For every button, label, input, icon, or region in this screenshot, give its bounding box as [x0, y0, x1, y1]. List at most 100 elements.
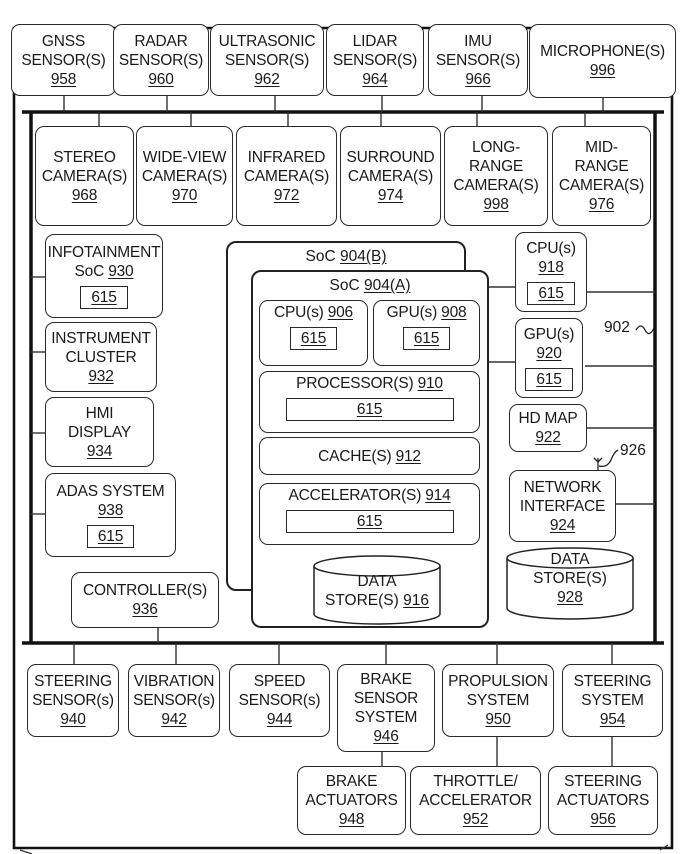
- data-store-928-label: DATA STORE(S) 928: [533, 551, 607, 606]
- ref-number: 942: [161, 710, 186, 729]
- ref-label: 920: [536, 345, 562, 362]
- ref-number: 972: [274, 186, 299, 205]
- microphone-box: MICROPHONE(S)996: [529, 24, 676, 98]
- box-label-line: GPU(s): [523, 326, 575, 343]
- box-label-line: SENSOR(s): [32, 692, 114, 709]
- box-label-line: ACTUATORS: [556, 792, 650, 809]
- controllers-box: CONTROLLER(S) 936: [71, 572, 219, 628]
- box-label-line: LIDAR: [352, 32, 398, 50]
- ref-label: 960: [148, 70, 174, 88]
- ref-label: 962: [254, 70, 280, 88]
- ref-number: 950: [485, 710, 510, 729]
- ref-number: 956: [590, 810, 615, 829]
- chip-615: 615: [527, 282, 575, 305]
- ref-prefix: SoC: [74, 263, 109, 280]
- ref-number: 944: [267, 710, 292, 729]
- chip-615: 615: [289, 327, 338, 350]
- chip-615: 615: [80, 286, 128, 309]
- ref-number: 946: [373, 727, 398, 746]
- box-label-line: SENSOR: [353, 690, 419, 707]
- box-label-line: CAMERA(S): [41, 167, 128, 185]
- cpu-918-box: CPU(s)918 615: [515, 232, 587, 312]
- box-label-line: SURROUND: [346, 148, 435, 166]
- chip-615: 615: [402, 327, 451, 350]
- box-label-line: CPU(s): [526, 240, 576, 257]
- ref-label: 950: [485, 711, 511, 728]
- ref-number: 998: [483, 195, 508, 214]
- ref-number: 996: [590, 61, 615, 80]
- ref-label: 938: [97, 502, 124, 519]
- box-label-line: BRAKE: [360, 671, 412, 688]
- ref-number: 964: [362, 70, 387, 89]
- chip-ref: 615: [97, 528, 124, 545]
- antenna-icon: [593, 449, 619, 470]
- cpu-906: CPU(s) 906 615: [259, 300, 368, 366]
- data-store-916-label: DATA STORE(S) 916: [325, 573, 429, 609]
- chip-615: 615: [285, 510, 454, 533]
- ref-label: 936: [132, 601, 158, 618]
- box-label-line: CONTROLLER(S): [83, 582, 207, 599]
- box-label-line: SPEED: [253, 673, 306, 690]
- box-label-line: RANGE: [574, 158, 629, 175]
- box-label-line: GNSS: [41, 32, 86, 50]
- soc-904a-title: SoC 904(A): [329, 277, 411, 294]
- ref-number: 976: [589, 195, 614, 214]
- ref-number: 920: [536, 344, 561, 363]
- box-label-line: RANGE: [468, 158, 524, 175]
- box-label-line: STEREO: [53, 148, 116, 166]
- ref-number: 954: [600, 710, 625, 729]
- box-label-line: INFRARED: [247, 148, 326, 166]
- data-store-928-cylinder: [506, 547, 634, 620]
- accelerator-914: ACCELERATOR(S) 914 615: [259, 483, 480, 545]
- ref-label: 954: [599, 711, 626, 728]
- ref-label: 932: [88, 367, 114, 385]
- ref-number: 922: [535, 428, 560, 447]
- box-label-line: INFOTAINMENT: [47, 244, 161, 261]
- box-label-line: SENSOR(S): [224, 51, 310, 69]
- ref-label: 964: [362, 70, 388, 88]
- ref-number: 918: [538, 258, 563, 277]
- ref-number: SoC 930: [75, 262, 134, 281]
- ref-number: 958: [51, 70, 76, 89]
- box-label-line: THROTTLE/: [433, 773, 518, 790]
- box-label-line: SENSOR(S): [21, 51, 106, 69]
- ref-number: 968: [72, 186, 97, 205]
- box-label-line: CAMERA(S): [347, 167, 434, 185]
- box-label-line: DISPLAY: [68, 423, 131, 441]
- chip-615: 615: [86, 525, 135, 548]
- ref-label: 958: [50, 70, 77, 88]
- ref-number: 924: [550, 516, 575, 535]
- box-label-line: INSTRUMENT: [51, 329, 151, 347]
- ref-label: 944: [266, 711, 293, 728]
- box-label-line: CLUSTER: [65, 348, 137, 366]
- ref-label: 956: [590, 811, 616, 828]
- ref-label: 974: [377, 186, 404, 204]
- ref-number: 948: [339, 810, 364, 829]
- box-label-line: SENSOR(S): [118, 51, 204, 69]
- ref-label: 966: [465, 70, 491, 88]
- box-label-line: WIDE-VIEW: [142, 148, 227, 166]
- box-label-line: ACCELERATOR: [419, 792, 532, 809]
- box-label-line: STEERING: [34, 673, 112, 690]
- box-label-line: CAMERA(S): [558, 177, 645, 194]
- chip-615: 615: [285, 398, 454, 421]
- ref-label: 972: [273, 186, 300, 204]
- box-label-line: SYSTEM: [354, 709, 418, 726]
- box-label-line: SYSTEM: [466, 692, 530, 709]
- chip-615: 615: [525, 368, 573, 391]
- ref-926: 926: [620, 442, 646, 459]
